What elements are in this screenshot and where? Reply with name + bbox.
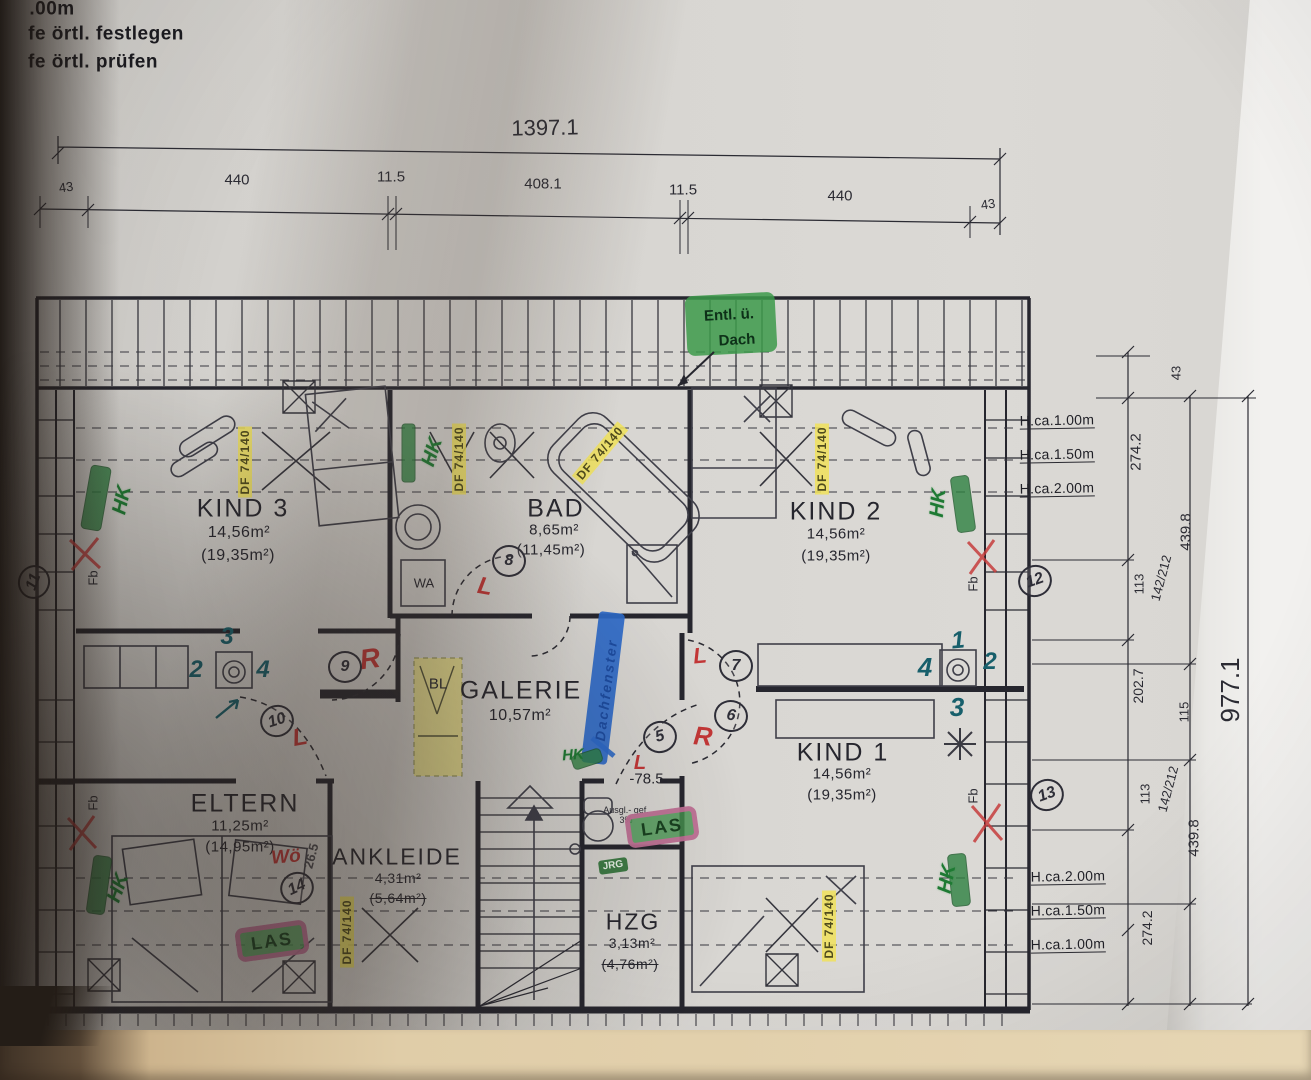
dim-right-10: 439.8 (1185, 819, 1203, 857)
hand-circled-14-6: 14 (274, 866, 320, 910)
room-label-kind2: KIND 2 (789, 497, 883, 526)
hand-jrg-jrg-0: JRG (597, 857, 629, 875)
dim-top-segment-0: 43 (57, 178, 75, 196)
hand-teal-3-0: 3 (220, 623, 234, 650)
room-roof-area-hzg: (4,76m²) (601, 956, 659, 972)
dim-right-9: 142/212 (1154, 764, 1182, 814)
hand-teal-4-5: 4 (917, 652, 933, 682)
room-roof-area-ankleide: (5,64m²) (369, 890, 427, 906)
dim-right-3: 113 (1131, 573, 1147, 595)
hand-red-w-6: Wö (270, 845, 302, 869)
room-label-ankleide: ANKLEIDE (332, 843, 462, 870)
hand-red-l-2: L (692, 642, 708, 669)
floor-drain-label-3: Fb (965, 788, 981, 804)
dim-total-width: 1397.1 (511, 114, 579, 141)
dim-top-segment-1: 440 (224, 171, 250, 189)
room-roof-area-kind3: (19,35m²) (201, 547, 275, 564)
room-label-kind1: KIND 1 (796, 738, 890, 767)
room-roof-area-kind1: (19,35m²) (807, 786, 877, 804)
dim-right-2: 439.8 (1177, 513, 1195, 551)
dim-top-segment-4: 11.5 (668, 181, 698, 199)
floor-drain-label-2: Fb (965, 576, 981, 592)
hand-teal-4-2: 4 (256, 656, 270, 683)
room-area-galerie: 10,57m² (488, 707, 552, 724)
hand-red-l-4: L (633, 752, 647, 774)
hand-teal-2-1: 2 (189, 656, 203, 683)
dim-top-segment-6: 43 (979, 195, 997, 213)
room-area-kind2: 14,56m² (806, 525, 866, 543)
room-area-bad: 8,65m² (529, 521, 579, 539)
room-roof-area-kind2: (19,35m²) (801, 547, 871, 565)
dim-right-1: 274.2 (1127, 433, 1145, 471)
hand-circled-7-7: 7 (719, 650, 753, 682)
hand-hl_green-entl-0: Entl. ü. (703, 305, 755, 325)
dim-right-8: 113 (1137, 783, 1153, 805)
skylight-label-5: DF 74/140 (822, 890, 836, 962)
room-area-eltern: 11,25m² (211, 817, 269, 835)
room-area-kind1: 14,56m² (812, 765, 872, 783)
hand-pencil-265-0: 26.5 (300, 841, 322, 871)
bl-shaft-label: BL (428, 675, 448, 693)
page-stack-shadow (0, 986, 120, 1046)
room-label-kind3: KIND 3 (196, 494, 290, 523)
floor-drain-label-1: Fb (85, 795, 101, 811)
dim-right-7: 977.1 (1215, 657, 1245, 723)
washer-label: WA (413, 575, 435, 591)
skylight-label-1: DF 74/140 (452, 423, 466, 495)
hand-blue-dachfenster-0: Dachfenster (591, 637, 621, 743)
dim-right-5: 202.7 (1130, 668, 1146, 704)
room-area-ankleide: 4,31m² (374, 870, 422, 886)
dim-top-segment-5: 440 (827, 187, 853, 205)
dim-top-segment-3: 408.1 (524, 175, 562, 193)
hand-circled-9-1: 9 (328, 651, 362, 683)
dim-top-segment-2: 11.5 (376, 168, 406, 186)
height-line-label-top-1: H.ca.1.50m (1019, 445, 1095, 464)
height-line-label-bottom-2: H.ca.1.00m (1030, 935, 1106, 954)
dim-right-11: 274.2 (1139, 910, 1155, 946)
hand-circled-5-9: 5 (639, 717, 681, 757)
hand-green-hk-4: HK (102, 870, 134, 906)
hand-green-hk-2: HK (925, 487, 951, 519)
hand-circled-8-0: 8 (492, 545, 526, 577)
hand-teal-1-3: 1 (950, 626, 966, 655)
hand-green-hk-5: HK (933, 862, 961, 896)
hand-circled-6-8: 6 (711, 697, 751, 735)
room-roof-area-eltern: (14,95m²) (205, 838, 275, 856)
skylight-label-0: DF 74/140 (238, 426, 252, 498)
hand-green-hk-3: HK (561, 745, 585, 765)
dim-right-6: 115 (1176, 701, 1192, 723)
skylight-label-4: DF 74/140 (340, 896, 354, 968)
hand-las-las-1: LAS (233, 919, 311, 963)
hand-teal-2-4: 2 (983, 648, 997, 675)
height-line-label-bottom-1: H.ca.1.50m (1030, 901, 1106, 920)
dim-right-0: 43 (1168, 365, 1184, 381)
skylight-label-3: DF 74/140 (815, 423, 829, 495)
hand-teal-3-6: 3 (949, 692, 965, 722)
hand-red-r-3: R (692, 720, 714, 752)
floor-drain-label-0: Fb (85, 570, 101, 586)
hand-circled-12-4: 12 (1013, 560, 1057, 602)
hand-green-hk-0: HK (108, 483, 136, 517)
dim-right-4: 142/212 (1147, 553, 1175, 603)
hand-red-l-1: L (475, 571, 495, 602)
room-label-hzg: HZG (605, 908, 661, 935)
height-line-label-top-2: H.ca.2.00m (1019, 479, 1095, 498)
skylight-label-2: DF 74/140 (571, 421, 629, 485)
hand-circled-11-3: 11 (13, 560, 55, 604)
height-line-label-top-0: H.ca.1.00m (1019, 411, 1095, 430)
desk-surface (0, 1030, 1311, 1080)
room-label-galerie: GALERIE (459, 676, 583, 705)
room-area-kind3: 14,56m² (207, 524, 271, 541)
room-label-bad: BAD (527, 494, 585, 523)
hand-hl_green-dach-1: Dach (718, 330, 756, 350)
room-area-hzg: 3,13m² (608, 935, 656, 951)
hand-circled-13-5: 13 (1025, 774, 1069, 816)
height-line-label-bottom-0: H.ca.2.00m (1030, 867, 1106, 886)
hand-green-hk-1: HK (417, 434, 447, 470)
hand-red-l-5: L (290, 722, 310, 753)
room-label-eltern: ELTERN (190, 789, 300, 818)
room-roof-area-bad: (11,45m²) (516, 541, 586, 559)
